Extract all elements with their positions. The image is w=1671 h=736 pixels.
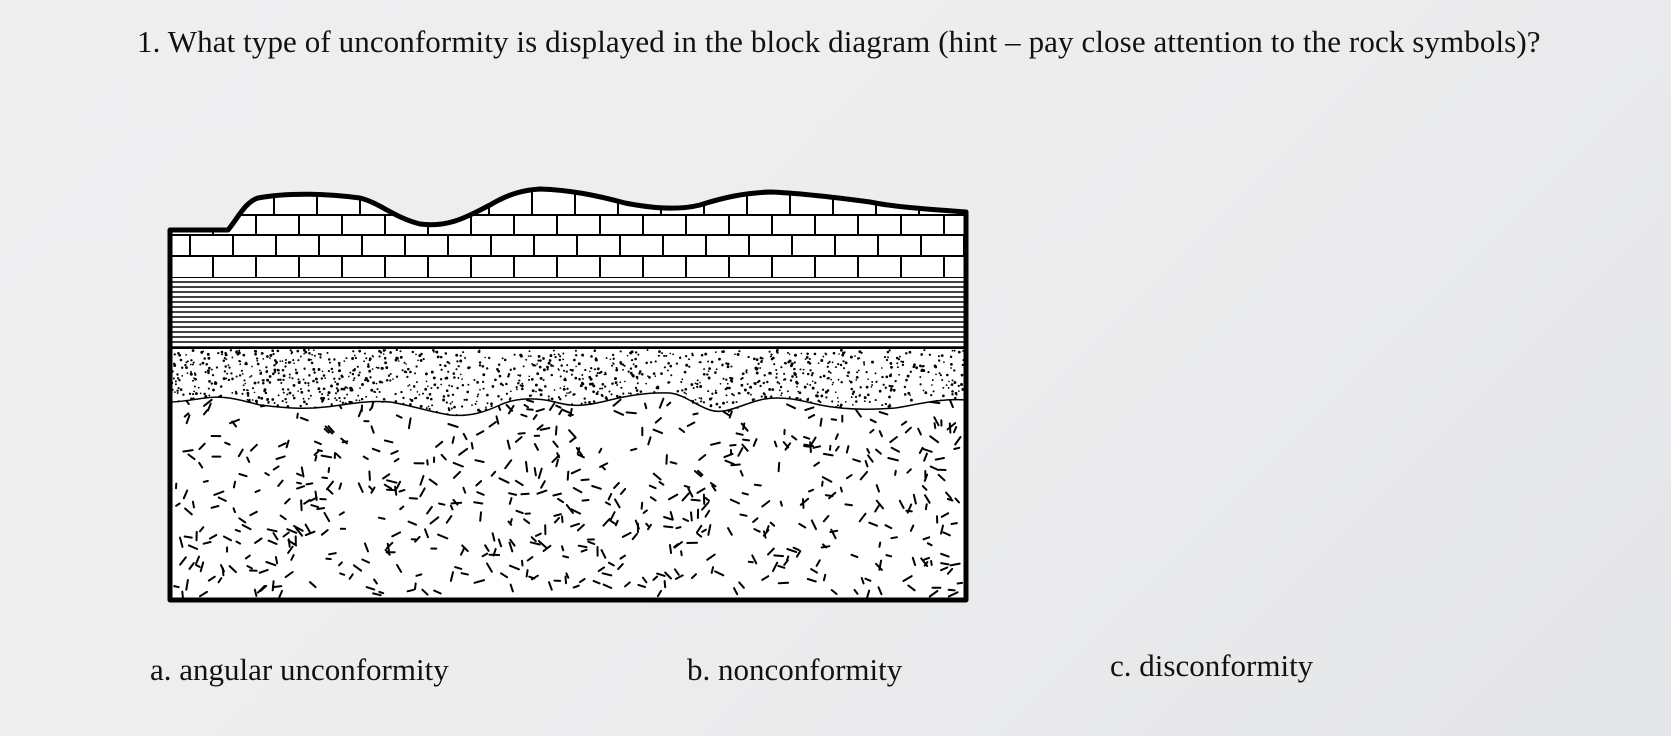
question-number: 1. (137, 24, 161, 59)
choice-c[interactable]: c. disconformity (1110, 648, 1313, 684)
choice-b-letter: b. (687, 652, 711, 687)
choice-a[interactable]: a. angular unconformity (150, 652, 449, 688)
block-fill (170, 189, 966, 600)
choice-a-text: angular unconformity (179, 652, 449, 687)
choice-b-text: nonconformity (718, 652, 903, 687)
choice-c-letter: c. (1110, 648, 1132, 683)
choice-b[interactable]: b. nonconformity (687, 652, 902, 688)
question-body: What type of unconformity is displayed i… (167, 24, 1541, 59)
block-outline (167, 186, 969, 603)
unconformity-surface (169, 392, 967, 417)
choice-a-letter: a. (150, 652, 172, 687)
question-text: 1. What type of unconformity is displaye… (137, 20, 1557, 64)
choice-c-text: disconformity (1139, 648, 1314, 683)
igneous-layer (173, 393, 964, 600)
